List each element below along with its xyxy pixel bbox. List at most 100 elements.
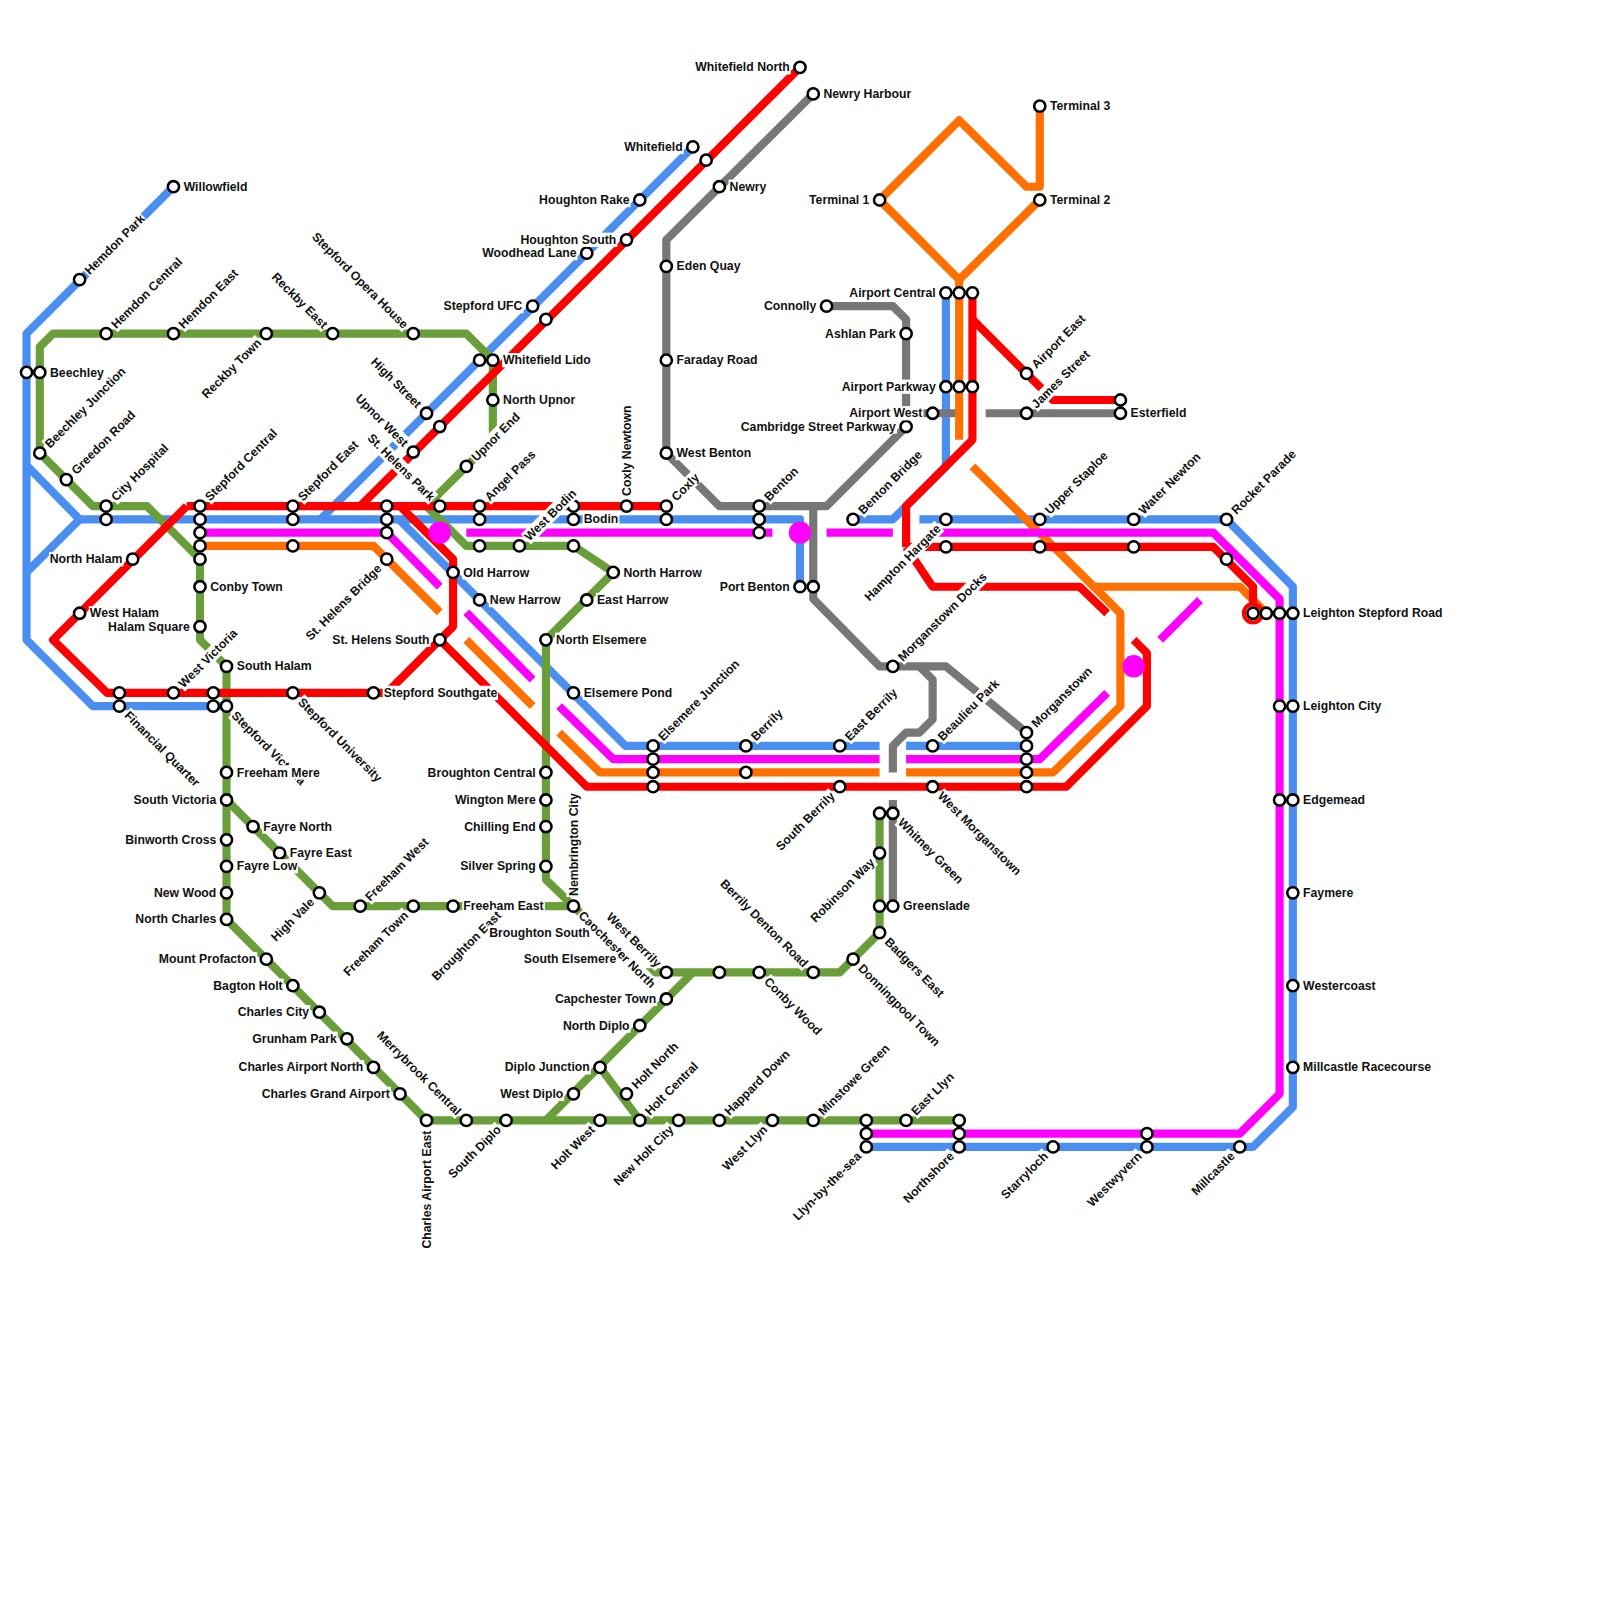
station-marker <box>1034 194 1045 205</box>
station-marker <box>221 887 232 898</box>
route-segment <box>866 519 1293 1147</box>
station-label: South Elsemere <box>523 952 618 966</box>
station-marker <box>1034 514 1045 525</box>
station-marker <box>874 901 885 912</box>
station-marker <box>754 514 765 525</box>
station-marker <box>847 514 858 525</box>
route-segment <box>227 800 574 906</box>
station-label: Broughton South <box>488 926 591 940</box>
station-label: Cambridge Street Parkway <box>740 419 897 433</box>
route-segment <box>906 693 1107 759</box>
station-marker <box>754 527 765 538</box>
station-marker <box>287 514 298 525</box>
station-label: South Victoria <box>133 793 218 807</box>
station-label: Newry Harbour <box>822 87 912 101</box>
station-marker <box>381 501 392 512</box>
station-marker <box>208 701 219 712</box>
station-label: Houghton South <box>519 233 617 247</box>
route-dot <box>1122 655 1144 677</box>
station-marker <box>127 554 138 565</box>
station-label: Stepford Southgate <box>383 686 499 700</box>
station-label: Hemdon Park <box>81 211 148 278</box>
route-segment <box>906 742 1026 750</box>
station-marker <box>661 993 672 1004</box>
station-marker <box>461 1115 472 1126</box>
station-marker <box>927 408 938 419</box>
station-label: Broughton Central <box>427 765 537 779</box>
station-marker <box>608 567 619 578</box>
station-marker <box>861 1128 872 1139</box>
station-marker <box>194 621 205 632</box>
station-label: Faymere <box>1302 886 1354 900</box>
station-label: Benton <box>761 463 802 504</box>
route-segment <box>40 372 959 1120</box>
station-label: Hemdon East <box>175 265 242 332</box>
station-marker <box>874 808 885 819</box>
station-marker <box>487 355 498 366</box>
route-segment <box>466 529 772 537</box>
station-label: Beaulieu Park <box>934 676 1003 745</box>
station-marker <box>314 1007 325 1018</box>
station-marker <box>834 781 845 792</box>
station-marker <box>194 514 205 525</box>
station-label: Starryloch <box>997 1148 1051 1202</box>
station-marker <box>327 328 338 339</box>
station-label: Leighton Stepford Road <box>1302 606 1443 620</box>
station-label: Whitefield <box>623 140 684 154</box>
station-label: Hampton Hargate <box>861 521 945 605</box>
station-marker <box>687 141 698 152</box>
station-marker <box>540 634 551 645</box>
station-label: Old Harrow <box>462 565 530 579</box>
station-marker <box>940 541 951 552</box>
station-marker <box>434 634 445 645</box>
station-marker <box>1274 608 1285 619</box>
station-marker <box>794 62 805 73</box>
station-marker <box>194 540 205 551</box>
station-marker <box>261 328 272 339</box>
station-marker <box>101 328 112 339</box>
station-label: Grunham Park <box>251 1032 337 1046</box>
station-label: Silver Spring <box>459 859 537 873</box>
station-marker <box>74 274 85 285</box>
station-marker <box>874 927 885 938</box>
station-label: Benton Bridge <box>854 447 925 518</box>
station-label: Halam Square <box>107 619 191 633</box>
route-segment <box>27 187 227 706</box>
station-marker <box>221 834 232 845</box>
station-marker <box>381 514 392 525</box>
station-marker <box>661 514 672 525</box>
station-marker <box>1034 101 1045 112</box>
station-marker <box>808 581 819 592</box>
station-marker <box>621 501 632 512</box>
station-label: Newry <box>729 180 768 194</box>
station-label: South Halam <box>236 659 313 673</box>
station-label: North Charles <box>134 912 217 926</box>
route-segment <box>53 506 453 693</box>
station-marker <box>21 367 32 378</box>
station-marker <box>714 181 725 192</box>
station-marker <box>568 540 579 551</box>
station-marker <box>368 1062 379 1073</box>
station-label: East Harrow <box>596 593 670 607</box>
station-marker <box>421 408 432 419</box>
station-marker <box>594 1115 605 1126</box>
station-label: Coxly Newtown <box>619 404 633 497</box>
station-marker <box>568 514 579 525</box>
station-marker <box>1287 701 1298 712</box>
station-label: Chilling End <box>463 819 536 833</box>
station-label: Westercoast <box>1302 979 1377 993</box>
station-marker <box>714 967 725 978</box>
station-label: Nembrington City <box>566 792 580 897</box>
station-marker <box>1128 514 1139 525</box>
station-label: Berrily <box>747 705 786 744</box>
station-marker <box>221 661 232 672</box>
station-label: Willowfield <box>183 180 249 194</box>
station-marker <box>808 967 819 978</box>
route-segment <box>880 106 1040 200</box>
station-label: Rocket Parade <box>1228 446 1300 518</box>
route-line <box>200 106 1266 772</box>
station-marker <box>1141 1141 1152 1152</box>
station-label: City Hospital <box>108 440 172 504</box>
station-label: Charles Airport North <box>238 1060 365 1074</box>
station-marker <box>221 701 232 712</box>
